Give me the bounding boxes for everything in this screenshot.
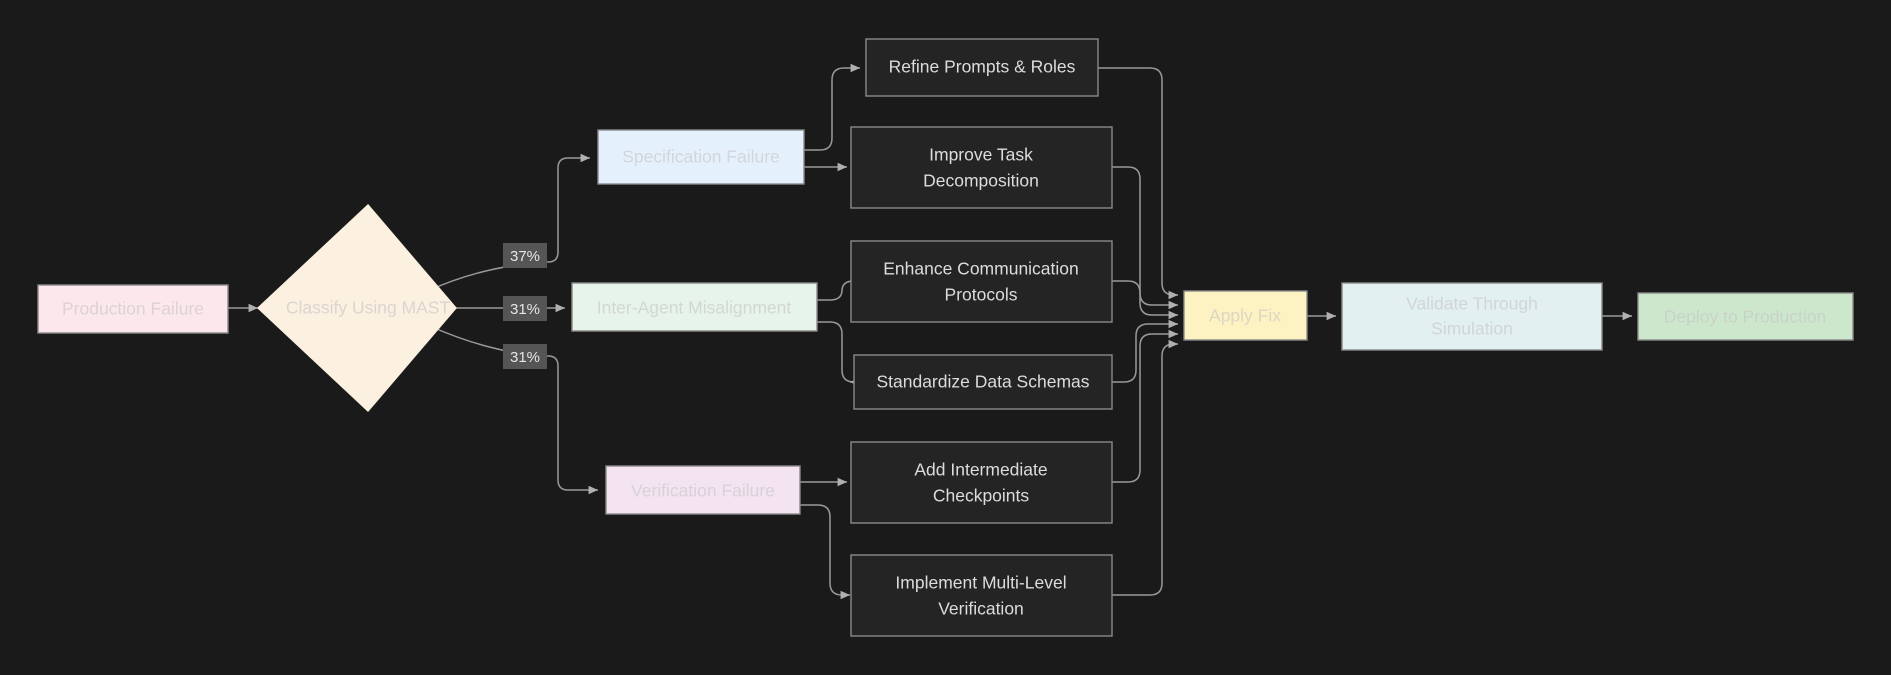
- edge-classify-to-specification: [429, 153, 590, 291]
- standardize-schemas-box[interactable]: [853, 354, 1113, 410]
- enhance-communication-box[interactable]: [850, 240, 1113, 323]
- add-checkpoints-label-line1: Add Intermediate: [914, 460, 1047, 480]
- node-verification-failure[interactable]: Verification Failure: [605, 465, 801, 515]
- node-deploy-production[interactable]: Deploy to Production: [1637, 292, 1854, 341]
- enhance-communication-label-line1: Enhance Communication: [883, 259, 1079, 279]
- edge-label-31-verification-bg: [503, 344, 547, 369]
- add-checkpoints-box[interactable]: [850, 441, 1113, 524]
- add-checkpoints-label-line2: Checkpoints: [933, 486, 1030, 506]
- standardize-schemas-label: Standardize Data Schemas: [876, 372, 1089, 392]
- node-classify-mast[interactable]: Classify Using MAST: [256, 203, 457, 413]
- edge-interagent-to-enhance: [817, 276, 862, 301]
- validate-simulation-label-line1: Validate Through: [1406, 294, 1538, 314]
- apply-fix-label: Apply Fix: [1209, 306, 1281, 326]
- inter-agent-misalignment-box[interactable]: [571, 282, 818, 332]
- edge-verification-to-implement: [800, 504, 850, 600]
- node-implement-verification[interactable]: Implement Multi-Level Verification: [850, 554, 1113, 637]
- improve-decomposition-box[interactable]: [850, 126, 1113, 209]
- node-apply-fix[interactable]: Apply Fix: [1183, 290, 1308, 341]
- verification-failure-label: Verification Failure: [631, 481, 775, 501]
- specification-failure-box[interactable]: [597, 129, 805, 185]
- edge-label-31-interagent-bg: [503, 296, 547, 321]
- edge-label-31-interagent: 31%: [503, 296, 547, 321]
- inter-agent-misalignment-label: Inter-Agent Misalignment: [597, 298, 792, 318]
- specification-failure-label: Specification Failure: [622, 147, 780, 167]
- classify-mast-label: Classify Using MAST: [286, 298, 451, 318]
- node-improve-decomposition[interactable]: Improve Task Decomposition: [850, 126, 1113, 209]
- deploy-production-box[interactable]: [1637, 292, 1854, 341]
- implement-verification-box[interactable]: [850, 554, 1113, 637]
- edge-label-31-interagent-text: 31%: [510, 301, 540, 318]
- validate-simulation-box[interactable]: [1341, 282, 1603, 351]
- edge-label-31-verification: 31%: [503, 344, 547, 369]
- implement-verification-label-line2: Verification: [938, 599, 1024, 619]
- implement-verification-label-line1: Implement Multi-Level: [895, 573, 1066, 593]
- enhance-communication-label-line2: Protocols: [945, 285, 1018, 305]
- edge-implement-to-applyfix: [1112, 339, 1178, 596]
- refine-prompts-box[interactable]: [865, 38, 1099, 97]
- edge-checkpoints-to-applyfix: [1112, 329, 1178, 483]
- verification-failure-box[interactable]: [605, 465, 801, 515]
- edge-enhance-to-applyfix: [1112, 280, 1178, 320]
- node-add-checkpoints[interactable]: Add Intermediate Checkpoints: [850, 441, 1113, 524]
- edge-label-37-text: 37%: [510, 248, 540, 265]
- edge-interagent-to-standardize: [817, 321, 860, 387]
- refine-prompts-label: Refine Prompts & Roles: [889, 57, 1076, 77]
- edge-label-37-bg: [503, 243, 547, 268]
- edge-refine-to-applyfix: [1098, 67, 1178, 300]
- edges-layer: [228, 63, 1632, 600]
- node-validate-simulation[interactable]: Validate Through Simulation: [1341, 282, 1603, 351]
- edge-specification-to-refine: [804, 63, 860, 151]
- improve-decomposition-label-line1: Improve Task: [929, 145, 1033, 165]
- edge-improve-to-applyfix: [1112, 166, 1178, 310]
- production-failure-box[interactable]: [37, 284, 229, 334]
- edge-label-37: 37%: [503, 243, 547, 268]
- node-standardize-schemas[interactable]: Standardize Data Schemas: [853, 354, 1113, 410]
- edge-label-31-verification-text: 31%: [510, 349, 540, 366]
- deploy-production-label: Deploy to Production: [1664, 307, 1826, 327]
- edge-standardize-to-applyfix: [1112, 319, 1178, 383]
- node-inter-agent-misalignment[interactable]: Inter-Agent Misalignment: [571, 282, 818, 332]
- production-failure-label: Production Failure: [62, 299, 204, 319]
- node-enhance-communication[interactable]: Enhance Communication Protocols: [850, 240, 1113, 323]
- node-specification-failure[interactable]: Specification Failure: [597, 129, 805, 185]
- validate-simulation-label-line2: Simulation: [1431, 319, 1513, 339]
- apply-fix-box[interactable]: [1183, 290, 1308, 341]
- node-production-failure[interactable]: Production Failure: [37, 284, 229, 334]
- classify-mast-diamond[interactable]: [256, 203, 457, 413]
- node-refine-prompts[interactable]: Refine Prompts & Roles: [865, 38, 1099, 97]
- improve-decomposition-label-line2: Decomposition: [923, 171, 1039, 191]
- edge-classify-to-verification: [429, 325, 598, 495]
